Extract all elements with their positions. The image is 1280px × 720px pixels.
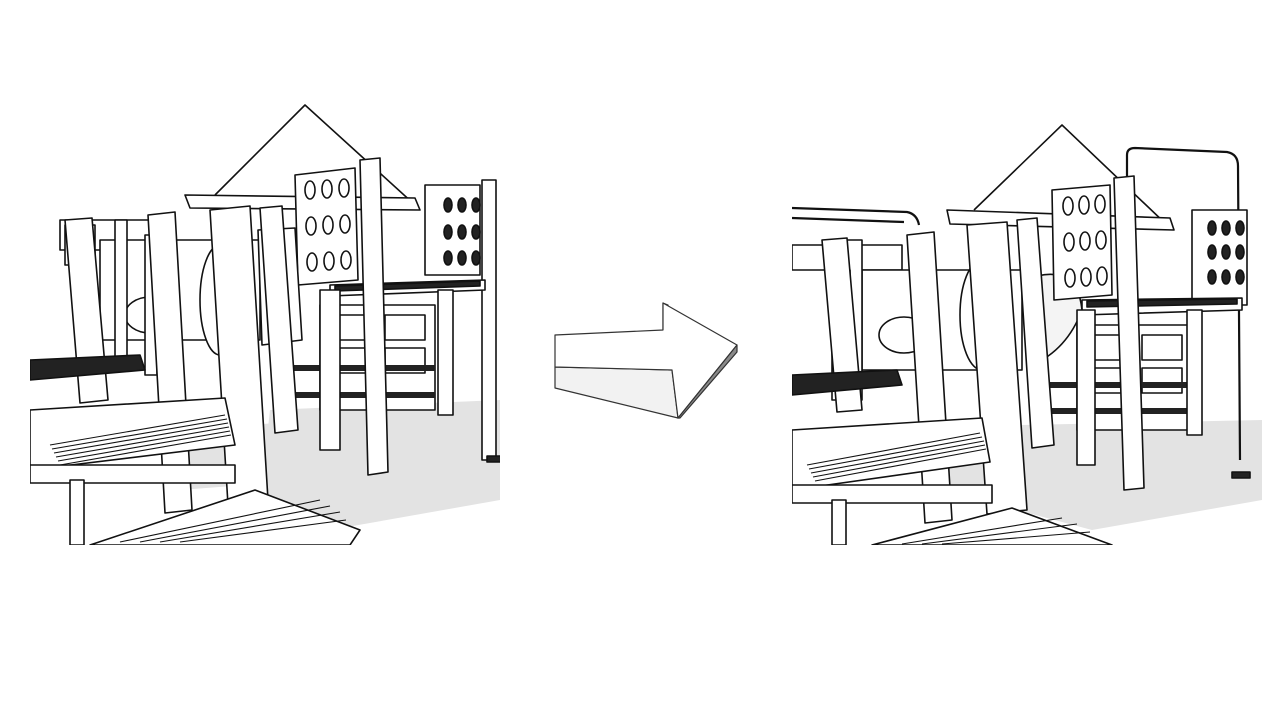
- post-foot: [486, 455, 500, 463]
- upper-deck: [329, 279, 486, 297]
- left-deck: [792, 369, 993, 545]
- hole-panel: [1051, 184, 1113, 301]
- right-arrow-3d-icon: [554, 302, 738, 419]
- playground-sketch-before: [30, 104, 500, 545]
- climber-frame: [285, 304, 436, 411]
- before-panel: [30, 100, 500, 545]
- front-deck: [89, 489, 361, 545]
- arch-bar: [792, 146, 1242, 461]
- post-foot: [1231, 471, 1251, 479]
- right-hole-panel: [424, 179, 497, 461]
- upper-deck: [1081, 297, 1243, 316]
- after-panel: [792, 100, 1262, 545]
- transform-arrow: [550, 300, 740, 420]
- left-deck: [30, 354, 236, 545]
- front-deck: [871, 507, 1113, 545]
- right-hole-panel: [1191, 209, 1248, 306]
- playground-sketch-after: [792, 124, 1262, 545]
